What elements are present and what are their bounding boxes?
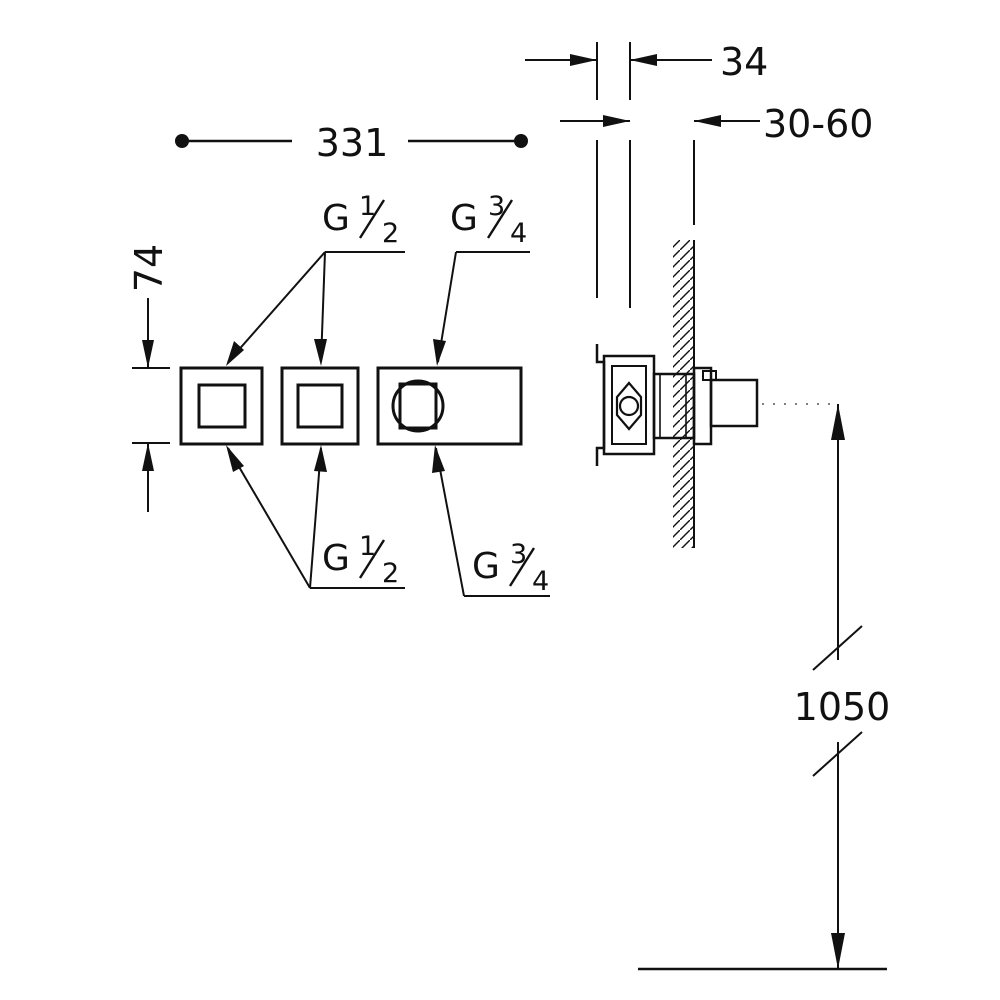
arrow-up-icon <box>831 404 845 440</box>
thread-prefix: G <box>450 198 478 239</box>
fraction-slash <box>486 199 514 239</box>
arrowhead-icon <box>226 341 244 366</box>
thread-numerator: 1 <box>359 531 376 562</box>
dimension-wall-30-60: 30-60 <box>560 102 873 146</box>
arrow-down-icon <box>142 340 154 368</box>
dimension-label-30-60: 30-60 <box>763 102 873 146</box>
callout-top-right: G 3 4 <box>433 191 530 366</box>
plate-right-knob <box>398 382 438 430</box>
plate-left <box>179 366 264 446</box>
leader-line <box>227 447 311 589</box>
dimension-width-331: 331 <box>175 121 528 165</box>
plate-left-knob <box>197 383 247 429</box>
fraction-slash <box>358 199 386 239</box>
dimension-label-1050: 1050 <box>794 685 891 729</box>
break-mark <box>812 731 863 777</box>
arrowhead-icon <box>226 445 244 472</box>
dimension-depth-34: 34 <box>525 40 768 100</box>
leader-line <box>227 251 326 363</box>
arrowhead-icon <box>432 445 445 473</box>
thread-prefix: G <box>322 198 350 239</box>
thread-numerator: 3 <box>488 191 505 222</box>
arrow-right-icon <box>603 115 630 127</box>
break-mark <box>812 625 863 671</box>
valve-bore <box>618 395 640 417</box>
leader-line <box>435 447 465 597</box>
control-handle <box>709 378 759 428</box>
arrowhead-icon <box>433 339 446 366</box>
arrow-right-icon <box>570 54 597 66</box>
dimension-label-34: 34 <box>720 40 768 84</box>
callout-bottom-right: G 3 4 <box>432 445 550 597</box>
fraction-slash <box>358 539 386 579</box>
wall-hatching <box>673 240 694 548</box>
front-view <box>179 366 523 446</box>
thread-denominator: 4 <box>510 218 527 249</box>
callout-bottom-left: G 1 2 <box>226 445 405 589</box>
arrowhead-icon <box>314 339 327 366</box>
arrow-left-icon <box>630 54 657 66</box>
plate-right <box>376 366 523 446</box>
thread-numerator: 1 <box>359 191 376 222</box>
valve-housing-inner <box>611 365 647 445</box>
valve-body-side-view <box>595 344 834 466</box>
dimension-height-74: 74 <box>127 244 171 512</box>
fraction-slash <box>508 547 536 587</box>
thread-denominator: 2 <box>382 218 399 249</box>
dimension-label-74: 74 <box>127 244 171 292</box>
thread-prefix: G <box>472 546 500 587</box>
handle-collar <box>702 370 717 381</box>
callout-top-left: G 1 2 <box>226 191 405 366</box>
arrowhead-icon <box>314 445 327 472</box>
valve-nut-icon <box>615 381 643 431</box>
plate-middle-knob <box>296 383 344 429</box>
plate-right-dial <box>391 379 445 433</box>
arrow-down-icon <box>831 933 845 969</box>
arrow-up-icon <box>142 443 154 471</box>
side-view-reference-lines <box>596 140 695 308</box>
thread-denominator: 4 <box>532 566 549 597</box>
thread-denominator: 2 <box>382 558 399 589</box>
wall-section <box>673 240 695 548</box>
dimension-label-331: 331 <box>316 121 389 165</box>
thread-prefix: G <box>322 538 350 579</box>
arrow-left-icon <box>694 115 721 127</box>
dimension-height-1050: 1050 <box>638 404 891 971</box>
thread-numerator: 3 <box>510 539 527 570</box>
plate-middle <box>280 366 360 446</box>
